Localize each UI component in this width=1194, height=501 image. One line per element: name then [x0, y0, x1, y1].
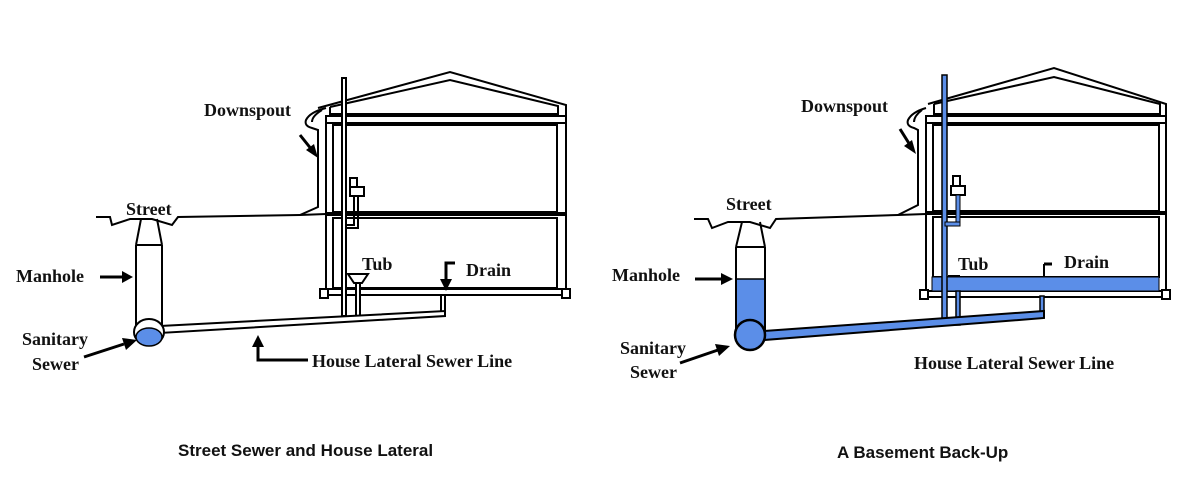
attic-floor [325, 115, 567, 124]
label-street: Street [126, 199, 172, 219]
label-sanitary: Sanitary [22, 329, 88, 349]
label-street: Street [726, 194, 772, 214]
drain-arrow [444, 261, 455, 282]
downspout-pipe [299, 107, 327, 216]
label-downspout: Downspout [801, 96, 888, 116]
roof-inner [933, 75, 1161, 115]
upper-floor-room [332, 124, 558, 213]
vent-stack [941, 74, 948, 326]
label-sewer: Sewer [630, 362, 677, 382]
street-surface [694, 213, 927, 230]
label-manhole: Manhole [612, 265, 680, 285]
lateral-pipe [159, 309, 446, 335]
lateral-pipe [763, 309, 1045, 342]
footing-right [561, 288, 571, 299]
manhole [133, 218, 165, 347]
footing-left [919, 289, 929, 300]
panel-street-sewer: Downspout Street Manhole Sanitary Sewer … [16, 70, 571, 460]
basement-flood-water [931, 276, 1160, 292]
street-surface [96, 213, 327, 227]
label-sewer: Sewer [32, 354, 79, 374]
label-tub: Tub [958, 254, 988, 274]
downspout-arrow [898, 128, 912, 146]
vent-stack [341, 77, 347, 317]
roof-inner [329, 78, 559, 115]
toilet [346, 177, 365, 229]
house [919, 66, 1171, 300]
label-tub: Tub [362, 254, 392, 274]
caption-right: A Basement Back-Up [837, 443, 1008, 462]
sewer-arrow [83, 342, 125, 359]
attic-floor [925, 115, 1167, 124]
caption-left: Street Sewer and House Lateral [178, 441, 433, 460]
label-lateral: House Lateral Sewer Line [914, 353, 1114, 373]
panel-basement-backup: Downspout Street Manhole Sanitary Sewer … [612, 66, 1171, 462]
roof-outer [317, 70, 567, 117]
downspout-pipe [897, 107, 927, 216]
sewer-water [135, 327, 163, 347]
roof-outer [927, 66, 1167, 116]
main-floor [326, 212, 566, 216]
label-manhole: Manhole [16, 266, 84, 286]
tub-fixture [346, 273, 370, 317]
footing-right [1161, 289, 1171, 300]
toilet [944, 175, 966, 227]
sewer-water [733, 318, 767, 352]
label-sanitary: Sanitary [620, 338, 686, 358]
label-drain: Drain [1064, 252, 1109, 272]
lateral-arrow [256, 345, 265, 362]
sewer-arrow [679, 348, 719, 365]
manhole [733, 221, 767, 352]
main-floor [926, 211, 1166, 215]
arrows [679, 128, 916, 365]
arrows [83, 134, 455, 362]
label-downspout: Downspout [204, 100, 291, 120]
upper-floor-room [932, 124, 1160, 212]
footing-left [319, 288, 329, 299]
label-drain: Drain [466, 260, 511, 280]
label-lateral: House Lateral Sewer Line [312, 351, 512, 371]
